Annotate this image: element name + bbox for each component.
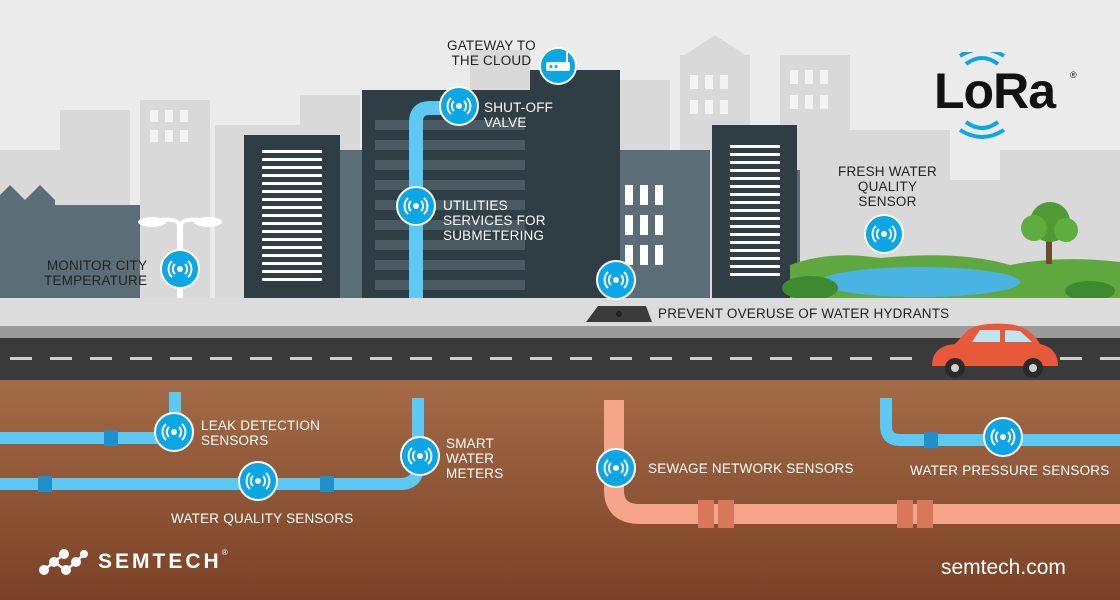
sensor-icon [439, 86, 479, 126]
monitor-temperature-label: MONITOR CITY TEMPERATURE [44, 258, 148, 288]
hydrants-label: PREVENT OVERUSE OF WATER HYDRANTS [658, 306, 950, 321]
building-water-pipe [409, 101, 458, 300]
sewage-label: SEWAGE NETWORK SENSORS [648, 461, 854, 476]
sewage-pipe [604, 400, 1120, 524]
sensor-icon [154, 412, 194, 452]
water-pressure-label: WATER PRESSURE SENSORS [910, 463, 1110, 478]
utilities-label: UTILITIES SERVICES FOR SUBMETERING [443, 198, 546, 243]
building-windows [262, 145, 780, 281]
lora-signal-icon [958, 52, 1006, 139]
lora-registered-mark: ® [1070, 70, 1077, 80]
gateway-label: GATEWAY TO THE CLOUD [447, 38, 536, 68]
sensor-icon [596, 448, 636, 488]
sensor-icon [596, 260, 636, 300]
router-icon [539, 47, 577, 85]
lora-logo: LoRa ® [934, 52, 1084, 142]
fresh-water-label: FRESH WATER QUALITY SENSOR [838, 164, 937, 209]
semtech-logo-icon [39, 549, 88, 575]
leak-detection-label: LEAK DETECTION SENSORS [201, 418, 321, 448]
sensor-icon [160, 249, 200, 289]
sensor-icon [238, 461, 278, 501]
sensor-icon [864, 214, 904, 254]
lora-wordmark: LoRa [934, 63, 1056, 119]
semtech-wordmark: SEMTECH [98, 550, 222, 573]
shutoff-valve-label: SHUT-OFF VALVE [484, 100, 554, 130]
semtech-brand: SEMTECH ® [36, 544, 228, 580]
water-quality-label: WATER QUALITY SENSORS [171, 511, 354, 526]
sensor-icon [400, 436, 440, 476]
car-icon [932, 323, 1058, 378]
tree-icon [1021, 202, 1078, 264]
sensor-icon [396, 186, 436, 226]
smart-meters-label: SMART WATER METERS [446, 436, 504, 481]
sensor-icon [983, 417, 1023, 457]
semtech-registered-mark: ® [221, 548, 228, 557]
website-url[interactable]: semtech.com [941, 556, 1066, 579]
park [782, 255, 1120, 301]
